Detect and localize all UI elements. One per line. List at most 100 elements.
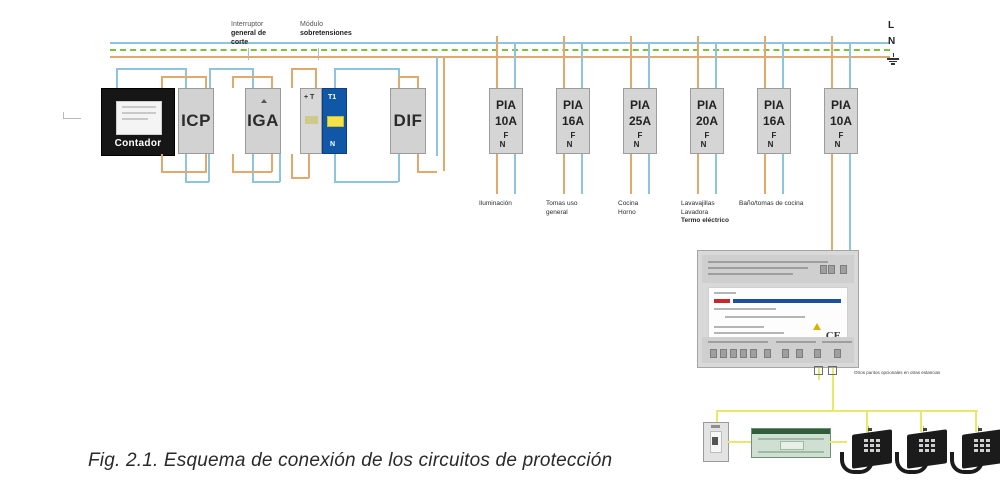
breaker-pia-2-type: PIA	[562, 98, 583, 112]
figure-caption: Fig. 2.1. Esquema de conexión de los cir…	[88, 450, 613, 471]
telephone-3-handset	[950, 452, 984, 474]
breaker-pia-1-type: PIA	[495, 98, 516, 112]
wire-pia-1-line-top	[496, 36, 498, 88]
wire-dif-out-riser-l	[443, 56, 445, 171]
label-title-bar	[733, 299, 841, 303]
wire-meter-to-icp-line	[161, 76, 206, 78]
wire-telecom-to-left-device	[716, 410, 718, 428]
wire-meter-bottom-l	[161, 154, 163, 172]
wire-pia-4-line-out	[697, 154, 699, 194]
breaker-pia-3-rating: 25A	[628, 114, 651, 128]
panel-bot-row-2	[776, 341, 816, 343]
wire-surge-bottom-n-h	[334, 181, 398, 183]
wire-pia-1-neutral-out	[514, 154, 516, 194]
annotation-surge-line2: sobretensiones	[300, 30, 352, 37]
breaker-pia-6-type: PIA	[830, 98, 851, 112]
panel-bottom-terminal-strip	[702, 337, 854, 363]
breaker-pia-1-terminals: F N	[499, 131, 516, 149]
panel-bot-terminal-3	[730, 349, 737, 358]
panel-bot-terminal-10	[834, 349, 841, 358]
wire-pia-4-neutral-out	[715, 154, 717, 194]
surge-left-indicator	[305, 116, 318, 124]
device-dif-label: DIF	[393, 111, 423, 130]
surge-right-indicator	[327, 116, 344, 127]
breaker-pia-4: PIA 20A F N	[690, 88, 724, 154]
panel-bot-row-1	[708, 341, 768, 343]
telecom-device-right	[751, 428, 831, 458]
device-icp: ICP	[178, 88, 214, 154]
wire-meter-to-icp-top	[116, 68, 186, 70]
breaker-pia-3: PIA 25A F N	[623, 88, 657, 154]
circuit-caption-4-line1: Lavavajillas	[681, 200, 715, 207]
wire-pia-2-neutral-out	[581, 154, 583, 194]
annotation-iga-line3: corte	[231, 39, 249, 46]
annotation-iga-line2: general de	[231, 30, 267, 37]
wire-pia-4-line-top	[697, 36, 699, 88]
wire-telecom-phone-1	[866, 410, 868, 432]
label-line-1	[714, 292, 736, 294]
wire-telecom-phone-3	[975, 410, 977, 432]
telecom-distribution-panel: CE	[697, 250, 859, 368]
telephone-2-handset	[895, 452, 929, 474]
wire-pia-3-line-top	[630, 36, 632, 88]
panel-connector-icon-2	[828, 366, 837, 375]
breaker-pia-2: PIA 16A F N	[556, 88, 590, 154]
circuit-caption-5: Baño/tomas de cocina	[739, 200, 829, 209]
telecom-device-right-line-2	[758, 451, 824, 453]
label-line-5	[714, 332, 784, 334]
wire-dif-in-line-v	[417, 76, 419, 88]
wire-pia-5-neutral-top	[782, 42, 784, 88]
breaker-pia-6: PIA 10A F N	[824, 88, 858, 154]
earth-bus-wire	[110, 49, 890, 51]
label-line-4	[714, 326, 764, 328]
panel-top-terminal-strip	[702, 255, 854, 283]
panel-top-row-2	[708, 267, 808, 269]
circuit-caption-5-line1: Baño/tomas de cocina	[739, 200, 804, 207]
panel-bot-terminal-6	[764, 349, 771, 358]
breaker-pia-6-rating: 10A	[829, 114, 852, 128]
wire-telecom-trunk-down	[832, 379, 834, 411]
wire-pia-5-line-top	[764, 36, 766, 88]
panel-top-terminal-a	[820, 265, 827, 274]
circuit-caption-3: Cocina Horno	[618, 200, 704, 217]
device-iga-label: IGA	[247, 111, 279, 130]
wire-dif-in-line	[398, 76, 400, 88]
wire-pia-3-neutral-top	[648, 42, 650, 88]
line-bus-wire	[110, 56, 890, 58]
telephone-3-keypad	[974, 439, 994, 455]
annotation-iga-leader	[248, 48, 249, 60]
telephone-2-keypad	[919, 439, 939, 455]
meter-display	[116, 101, 162, 135]
circuit-caption-2: Tomas uso general	[546, 200, 632, 217]
circuit-caption-2-line2: general	[546, 208, 568, 216]
breaker-pia-4-rating: 20A	[695, 114, 718, 128]
circuit-caption-4: Lavavajillas Lavadora Termo eléctrico	[681, 200, 743, 226]
surge-left-mark: + T	[304, 94, 315, 101]
circuit-caption-1: Iluminación	[479, 200, 565, 209]
wire-surge-bottom-l	[308, 154, 310, 178]
breaker-pia-4-type: PIA	[696, 98, 717, 112]
panel-bot-terminal-8	[796, 349, 803, 358]
surge-right-bottom-mark: N	[330, 141, 336, 148]
wire-surge-bottom-n	[334, 154, 336, 182]
breaker-pia-5-type: PIA	[763, 98, 784, 112]
wire-pia-5-line-out	[764, 154, 766, 194]
telephone-1	[838, 426, 900, 478]
breaker-pia-4-terminals: F N	[700, 131, 717, 149]
wire-pia-1-line-out	[496, 154, 498, 194]
wire-telecom-device-right-out	[829, 441, 847, 443]
supply-input-wire	[63, 118, 81, 119]
telephone-1-led-icon	[868, 428, 872, 431]
wire-pia-6-neutral-out	[849, 154, 851, 258]
annotation-iga-line1: Interruptor	[231, 21, 264, 28]
wire-icp-to-iga-neutral	[209, 68, 253, 70]
wire-pia-5-neutral-out	[782, 154, 784, 194]
wire-icp-neutral-down	[185, 68, 187, 88]
panel-bot-terminal-9	[814, 349, 821, 358]
earth-ground-icon	[886, 52, 900, 66]
breaker-pia-3-terminals: F N	[633, 131, 650, 149]
telecom-device-right-chip	[780, 441, 804, 450]
breaker-pia-5-rating: 16A	[762, 114, 785, 128]
circuit-caption-1-line1: Iluminación	[479, 200, 512, 207]
